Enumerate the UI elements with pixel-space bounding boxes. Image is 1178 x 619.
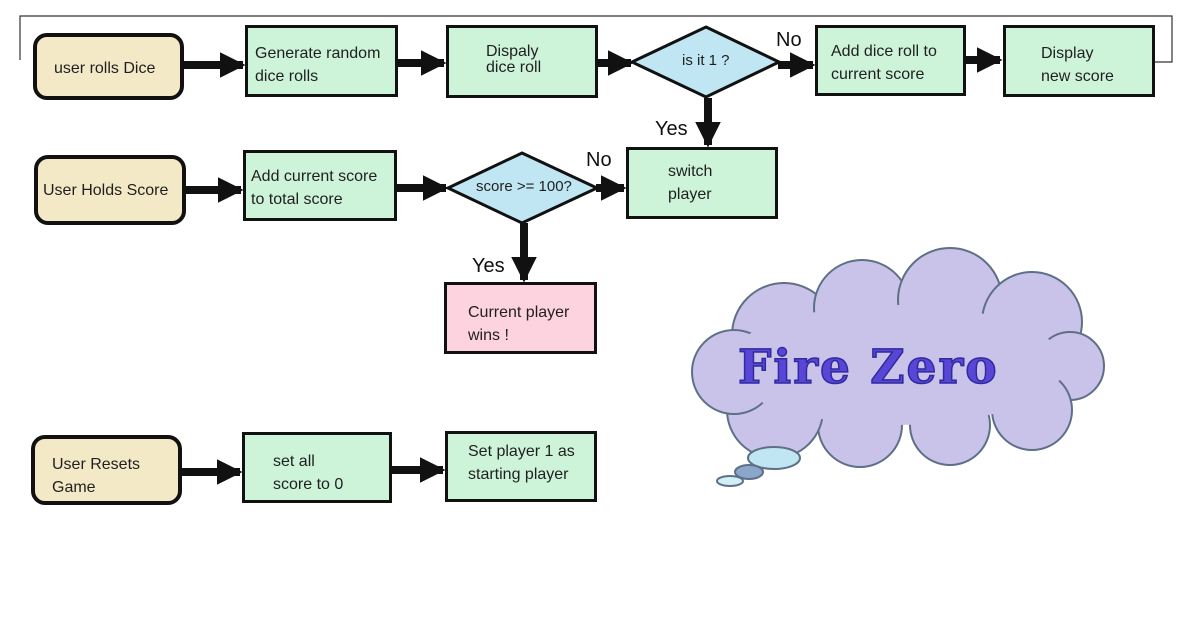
node-label-line1: set all — [273, 453, 315, 470]
thought-cloud — [691, 247, 1105, 487]
decision-score-100 — [444, 151, 601, 225]
node-label-line1: Current player — [468, 304, 570, 321]
process-add-to-total: Add current score to total score — [243, 150, 397, 221]
edge-label-yes: Yes — [655, 118, 688, 140]
node-label-line1: User Resets — [52, 456, 141, 473]
edge-label-no: No — [586, 149, 612, 171]
node-label-line2: score to 0 — [273, 476, 344, 493]
cloud-title-fire-zero: Fire Zero — [737, 339, 999, 396]
start-user-holds-score: User Holds Score — [34, 155, 186, 225]
node-label-line2: current score — [831, 66, 925, 83]
decision-score-100-label: score >= 100? — [476, 178, 572, 195]
process-display-new-score: Display new score — [1003, 25, 1155, 97]
node-label-line1: Generate random — [255, 45, 381, 62]
decision-is-it-one — [628, 25, 783, 99]
node-label-line2: dice rolls — [255, 68, 319, 85]
process-set-scores-zero: set all score to 0 — [242, 432, 392, 503]
start-user-resets-game: User Resets Game — [31, 435, 182, 505]
node-label-line2: new score — [1041, 68, 1114, 85]
node-label-line2: to total score — [251, 191, 343, 208]
node-label-line1: Display — [1041, 45, 1094, 62]
node-label-line2: starting player — [468, 466, 569, 483]
loop-back-line — [19, 15, 1173, 63]
process-switch-player: switch player — [626, 147, 778, 219]
node-label-line2: Game — [52, 479, 96, 496]
edge-label-no: No — [776, 29, 802, 51]
process-set-player-one: Set player 1 as starting player — [445, 431, 597, 502]
decision-is-it-one-label: is it 1 ? — [682, 52, 730, 69]
node-label-line1: Add dice roll to — [831, 43, 937, 60]
process-display-dice-roll: Dispaly dice roll — [446, 25, 598, 98]
node-label-line1: Dispaly — [486, 43, 539, 60]
node-label-line2: player — [668, 186, 712, 203]
terminal-current-player-wins: Current player wins ! — [444, 282, 597, 354]
process-generate-dice: Generate random dice rolls — [245, 25, 398, 97]
process-add-dice-roll: Add dice roll to current score — [815, 25, 966, 96]
node-label-line1: Add current score — [251, 168, 378, 185]
node-label-line1: Set player 1 as — [468, 443, 575, 460]
node-label: User Holds Score — [43, 182, 169, 199]
node-label: user rolls Dice — [54, 60, 156, 77]
node-label-line2: dice roll — [486, 59, 542, 76]
node-label-line2: wins ! — [468, 327, 509, 344]
edge-label-yes: Yes — [472, 255, 505, 277]
start-user-rolls-dice: user rolls Dice — [33, 33, 184, 100]
node-label-line1: switch — [668, 163, 713, 180]
